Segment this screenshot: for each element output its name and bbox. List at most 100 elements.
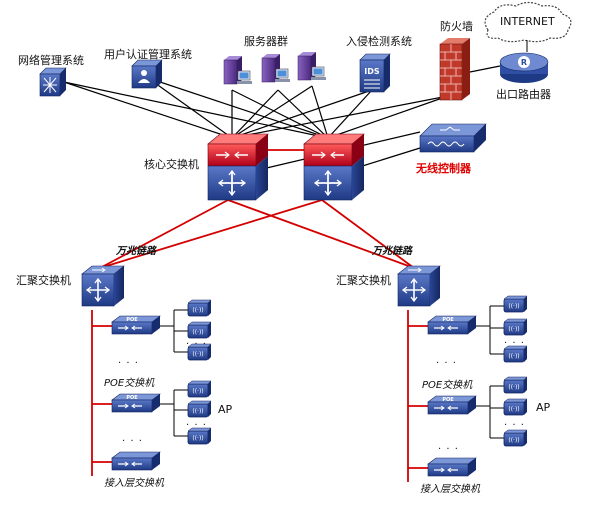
ellipsis-access-right: · · ·	[438, 444, 459, 455]
link-fw-core1	[231, 95, 449, 139]
uplink-core2-agg-left	[99, 199, 323, 269]
uplink-core1-agg-right	[227, 199, 415, 269]
ids-badge: IDS	[364, 67, 380, 76]
access-point-icon	[503, 429, 528, 447]
exit-router-device: R	[499, 52, 549, 83]
gigabit-link-label-left: 万兆链路	[115, 245, 157, 257]
right-ap-group-2	[503, 376, 528, 447]
agg-switch-label-left: 汇聚交换机	[16, 273, 71, 287]
ap-label-left: AP	[218, 403, 233, 416]
link-srv1-core2	[231, 89, 329, 139]
link-srv3-core1	[231, 85, 313, 139]
right-access-switch	[427, 457, 477, 477]
poe-badge: POE	[126, 395, 138, 401]
firewall-device	[439, 38, 470, 101]
access-point-icon	[187, 321, 212, 339]
ellipsis-poe-right: · · ·	[436, 358, 457, 369]
internet-cloud: INTERNET	[484, 1, 572, 43]
gigabit-link-label-right: 万兆链路	[371, 245, 413, 257]
access-point-icon	[503, 295, 528, 313]
link-netmgmt-core1	[63, 81, 233, 139]
router-icon: R	[499, 52, 549, 83]
user-auth-device	[131, 59, 163, 89]
poe-switch-icon: POE	[427, 315, 477, 335]
ellipsis-ap-left-1: · · ·	[186, 339, 207, 350]
access-point-icon	[503, 376, 528, 394]
access-point-icon	[503, 318, 528, 336]
ellipsis-ap-left-2: · · ·	[186, 420, 207, 431]
link-netmgmt-core2	[63, 81, 329, 139]
access-switch-label-right: 接入层交换机	[420, 483, 481, 495]
link-auth-core1	[147, 77, 233, 139]
ids-device: IDS	[359, 53, 391, 93]
network-mgmt-device	[39, 67, 67, 97]
server-icon	[297, 51, 327, 81]
core-switch-2	[303, 133, 365, 201]
server-icon	[223, 55, 253, 85]
link-fw-router	[469, 65, 501, 73]
poe-switch-icon: POE	[111, 393, 161, 413]
left-access-switch	[111, 451, 161, 471]
cloud-icon	[484, 1, 572, 43]
ap-label-right: AP	[536, 401, 551, 414]
link-auth-core2	[147, 77, 329, 139]
wireless-controller-label: 无线控制器	[415, 161, 472, 175]
auth-switch-icon	[131, 59, 163, 89]
right-poe-switch-1: POE	[427, 315, 477, 335]
right-ap-group-1	[503, 295, 528, 363]
ellipsis-access-left: · · ·	[122, 436, 143, 447]
access-point-icon	[187, 400, 212, 418]
poe-switch-label-left: POE交换机	[104, 377, 155, 389]
exit-router-label: 出口路由器	[496, 87, 551, 101]
uplink-core2-agg-right	[321, 199, 415, 269]
poe-badge: POE	[126, 317, 138, 323]
poe-switch-icon: POE	[427, 395, 477, 415]
access-point-icon	[503, 398, 528, 416]
left-poe-switch-1: POE	[111, 315, 161, 335]
poe-switch-icon: POE	[111, 315, 161, 335]
hub-icon	[39, 67, 67, 97]
link-core2-wlc	[355, 147, 421, 169]
poe-badge: POE	[442, 317, 454, 323]
firewall-label: 防火墙	[440, 19, 473, 33]
left-ap-group-1	[187, 299, 212, 361]
link-ids-core1	[231, 89, 373, 139]
core-switch-icon	[207, 133, 269, 201]
black-links	[63, 65, 501, 171]
aggregation-switch-icon	[397, 265, 441, 307]
server-group	[223, 51, 327, 85]
ellipsis-ap-right-2: · · ·	[504, 420, 525, 431]
right-poe-switch-2: POE	[427, 395, 477, 415]
core-switch-1	[207, 133, 269, 201]
access-switch-icon	[427, 457, 477, 477]
poe-badge: POE	[442, 397, 454, 403]
link-srv2-core1	[231, 89, 279, 139]
network-mgmt-label: 网络管理系统	[18, 53, 84, 67]
access-switch-icon	[111, 451, 161, 471]
left-poe-switch-2: POE	[111, 393, 161, 413]
red-links	[91, 149, 428, 482]
server-icon	[261, 53, 291, 83]
core-switch-label: 核心交换机	[144, 157, 199, 171]
ellipsis-ap-right-1: · · ·	[504, 338, 525, 349]
agg-switch-right	[397, 265, 441, 307]
ids-system-label: 入侵检测系统	[346, 34, 412, 48]
uplink-core1-agg-left	[99, 199, 229, 269]
link-ids-core2	[327, 89, 373, 139]
internet-label: INTERNET	[500, 15, 555, 28]
left-ap-group-2	[187, 380, 212, 445]
firewall-icon	[439, 38, 470, 101]
ellipsis-poe-left: · · ·	[118, 358, 139, 369]
aggregation-switch-icon	[81, 265, 125, 307]
agg-switch-left	[81, 265, 125, 307]
link-fw-core2	[327, 95, 449, 139]
server-group-label: 服务器群	[244, 34, 288, 48]
link-srv3-core2	[311, 85, 329, 139]
poe-switch-label-right: POE交换机	[422, 379, 473, 391]
access-point-icon	[187, 299, 212, 317]
svg-text:R: R	[521, 58, 527, 67]
access-point-icon	[187, 380, 212, 398]
core-switch-icon	[303, 133, 365, 201]
wireless-controller-icon	[419, 123, 487, 153]
